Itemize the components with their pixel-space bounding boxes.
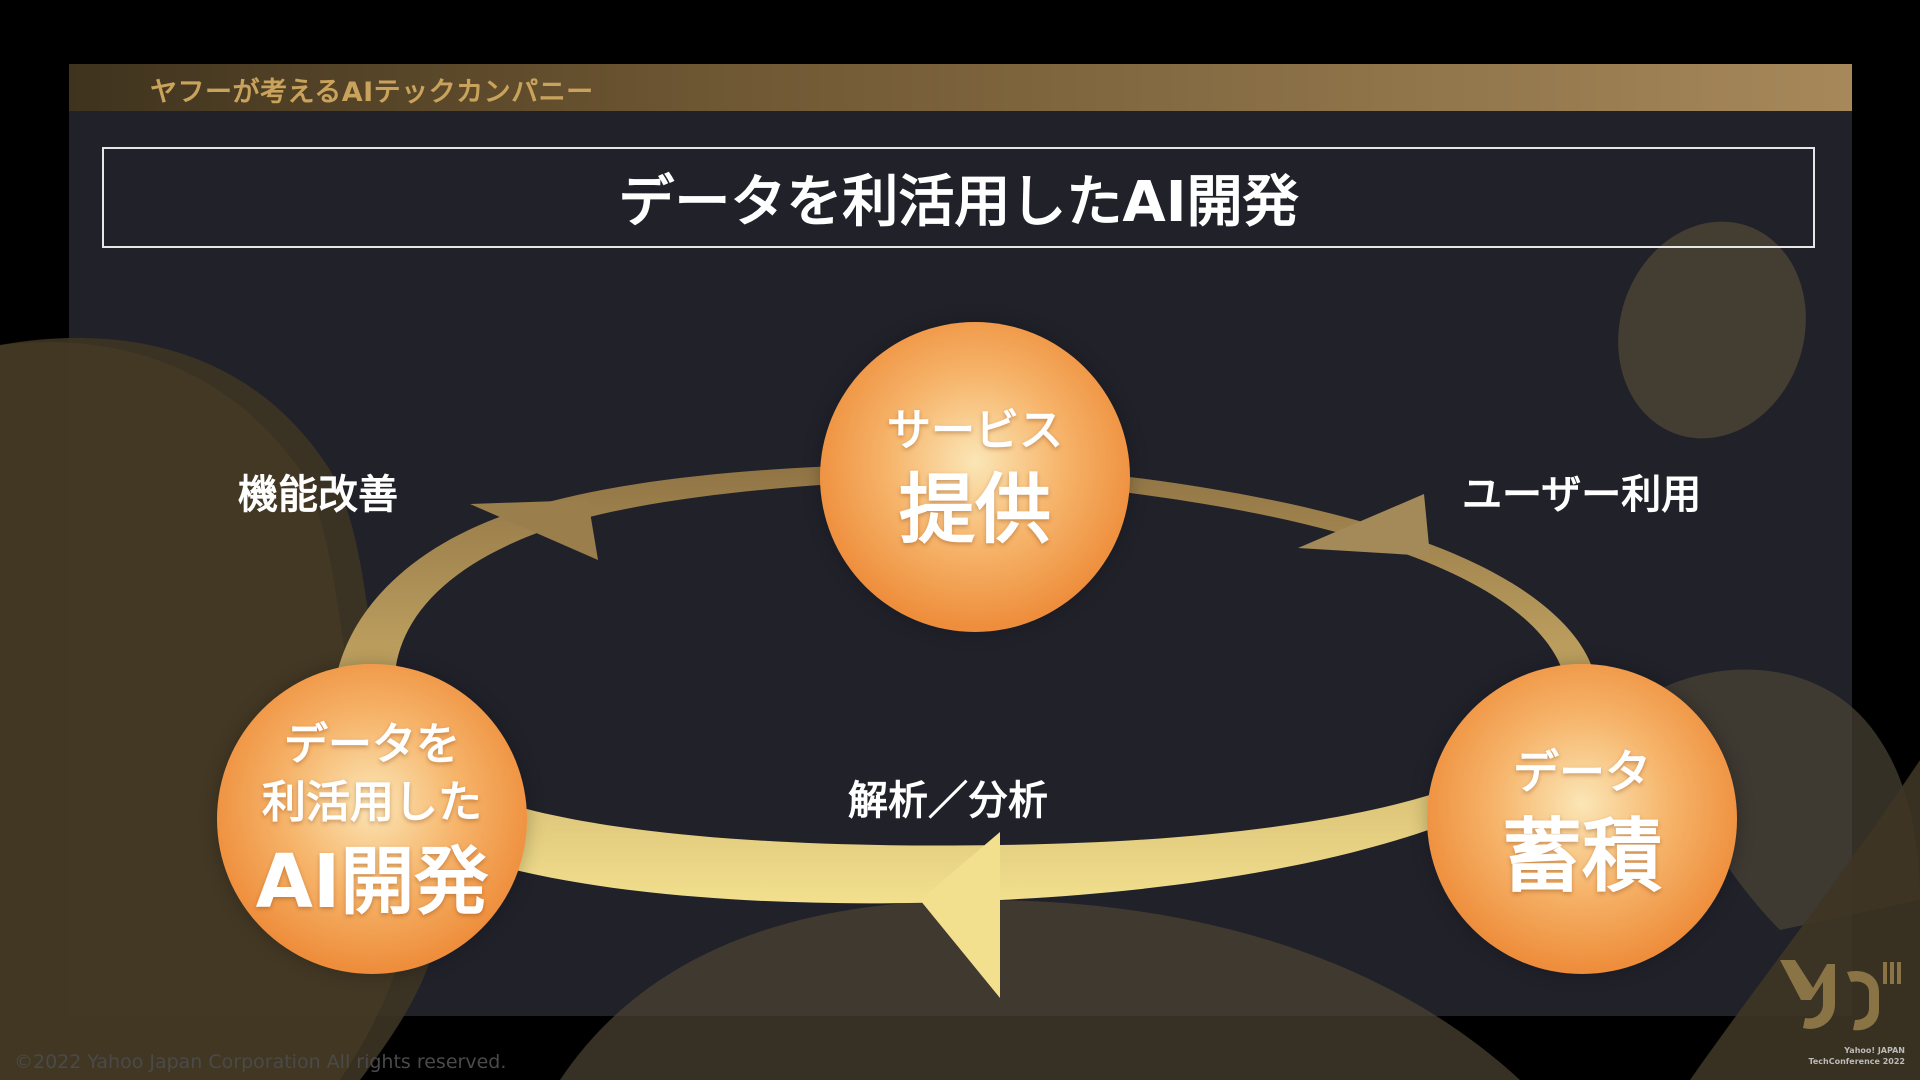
logo-caption: Yahoo! JAPAN	[1844, 1046, 1905, 1055]
right-corner-blob	[1690, 760, 1920, 1080]
slide-title: データを利活用したAI開発	[618, 170, 1299, 235]
node-data-line1: データ	[1513, 745, 1651, 799]
logo-subcaption: TechConference 2022	[1808, 1057, 1905, 1066]
edge-label-feature-improve: 機能改善	[238, 472, 398, 518]
node-service-provision: サービス 提供	[820, 322, 1130, 632]
edge-label-user-use: ユーザー利用	[1462, 472, 1702, 518]
node-ai-line3: AI開発	[255, 839, 489, 925]
node-ai-line2: 利活用した	[262, 777, 482, 828]
right-top-blob	[1618, 221, 1806, 439]
section-title: ヤフーが考えるAIテックカンパニー	[150, 77, 594, 108]
node-ai-development: データを 利活用した AI開発	[217, 664, 527, 974]
conference-logo	[1780, 960, 1901, 1031]
title-box: データを利活用したAI開発	[102, 147, 1815, 248]
node-service-line1: サービス	[887, 405, 1063, 456]
copyright-notice: ©2022 Yahoo Japan Corporation All rights…	[14, 1051, 507, 1073]
node-data-accumulation: データ 蓄積	[1427, 664, 1737, 974]
logo-bar-1	[1883, 962, 1887, 984]
logo-bar-3	[1897, 962, 1901, 984]
edge-label-analysis: 解析／分析	[848, 778, 1048, 824]
node-ai-line1: データを	[284, 719, 460, 770]
bottom-gold-blob	[560, 900, 1520, 1080]
logo-mark	[1780, 960, 1835, 1029]
logo-bar-2	[1890, 962, 1894, 984]
arrowhead-user-use	[1298, 494, 1430, 556]
section-header-bar	[69, 64, 1852, 111]
node-service-line2: 提供	[899, 465, 1051, 554]
arrowhead-feature-improve	[470, 500, 598, 560]
logo-mark-right	[1847, 970, 1879, 1031]
node-data-line2: 蓄積	[1502, 810, 1662, 903]
arrowhead-analysis	[920, 832, 1000, 998]
